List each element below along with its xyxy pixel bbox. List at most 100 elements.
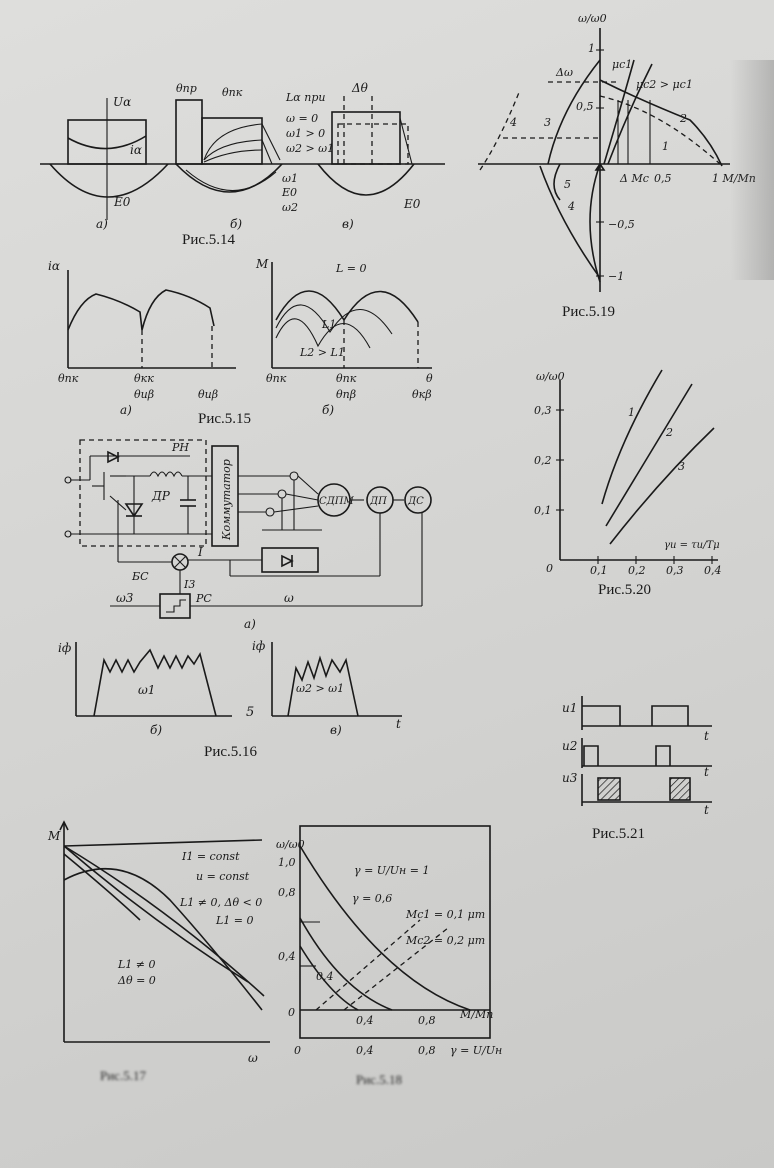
label-mu1: μс1 [612,58,632,71]
label-g1: γ = U/Uн = 1 [354,864,430,877]
label-u: u = const [196,870,250,883]
caption-fig-5-20: Рис.5.20 [598,582,652,598]
ylabel-w-w0: ω/ω0 [276,838,305,851]
label-commutator: Коммутатор [220,459,233,541]
label-dr: ДР [151,489,171,503]
tick-b1: θпк [266,372,287,385]
tick-a2b: θиβ [134,388,154,401]
label-i: I [197,545,203,559]
label-l1-a: L1 ≠ 0, Δθ < 0 [179,896,262,909]
curve-4b: 4 [567,200,575,213]
ytick-neg05: −0,5 [608,218,635,231]
ytick-3: 0,1 [534,504,552,517]
tick-a3: θиβ [198,388,218,401]
label-ds: ДС [407,496,424,507]
label-l0: L = 0 [335,262,367,275]
label-theta-p: θпр [176,82,197,95]
sub-b: б) [230,217,242,231]
xtick-05: 0,5 [654,172,672,185]
label-w3: ω3 [116,591,134,605]
caption-fig-5-14: Рис.5.14 [182,232,236,248]
label-mu2: μс2 > μс1 [636,78,693,91]
tick-a2: θкк [134,372,154,385]
xtick-3: 0,3 [666,564,684,577]
curve-4: 4 [509,116,517,129]
label-sdpm: СДПМ [319,496,355,507]
caption-fig-5-16: Рис.5.16 [204,744,258,760]
ylabel-w-w0: ω/ω0 [536,370,565,383]
label-l1: L1 [321,318,336,331]
sub-b: б) [150,723,162,737]
label-w2w1: ω2 > ω1 [296,682,344,695]
label-ua: Uα [113,95,131,109]
ylabel-m: M [47,829,61,843]
xtick-2: 0,8 [418,1014,436,1027]
tick-a1: θпк [58,372,79,385]
label-w1: ω1 [138,683,155,697]
label-l2: L2 > L1 [299,346,345,359]
label-w0: ω = 0 [286,112,318,125]
xtick-1: 0,1 [590,564,608,577]
curve-5: 5 [564,178,571,191]
label-dp: ДП [369,496,387,507]
label-t1: t [704,729,709,743]
btick-0: 0 [294,1044,301,1057]
btick-1: 0,4 [356,1044,374,1057]
caption-fig-5-19: Рис.5.19 [562,304,616,320]
xtick-1: 0,4 [356,1014,374,1027]
label-u1: u1 [562,701,577,715]
tick-b2: θпк [336,372,357,385]
curve-2: 2 [665,426,673,439]
sub-c: в) [330,723,342,737]
label-04-curve: 0,4 [316,970,334,983]
xvar: θ [426,372,433,385]
label-dtheta: Δθ [351,81,369,95]
label-i1: I1 = const [181,850,240,863]
label-w: ω [284,591,294,605]
caption-fig-5-17: Рис.5.17 [100,1068,146,1083]
label-i3: I3 [183,578,195,591]
label-theta-k: θпк [222,86,243,99]
label-l-at: Lα при [285,91,325,104]
label-u2: u2 [562,739,577,753]
sub-a: а) [96,217,108,231]
tick-b3: θкβ [412,388,432,401]
label-m-mn: M/Mп [459,1008,493,1021]
ylabel-w-w0: ω/ω0 [578,12,607,25]
label-e0b: E0 [281,186,297,199]
ytick-05: 0,5 [576,100,594,113]
ytick-1: 1 [588,42,595,55]
page-edge-shadow [730,60,774,280]
sub-c: в) [342,217,354,231]
ytick-2: 0,2 [534,454,552,467]
ylabel-ia: iα [48,259,60,273]
ytick-3: 0,4 [278,950,296,963]
xlabel-gamma: γи = τu/Tμ [664,540,720,551]
sub-a: а) [244,617,256,631]
xlabel: 1 M/Mп [712,172,756,185]
label-if2: iф [252,639,265,653]
label-if1: iф [58,641,71,655]
curve-1: 1 [662,140,669,153]
curve-2: 2 [679,112,687,125]
label-rs: РС [195,592,212,605]
label-ia: iα [130,143,142,157]
curve-1: 1 [628,406,635,419]
label-u3: u3 [562,771,578,785]
label-dw: Δω [555,66,573,79]
label-dt0: Δθ = 0 [117,974,156,987]
ylabel-m: M [255,257,269,271]
label-w1b: ω1 [282,172,298,185]
xlabel-w: ω [248,1051,258,1065]
